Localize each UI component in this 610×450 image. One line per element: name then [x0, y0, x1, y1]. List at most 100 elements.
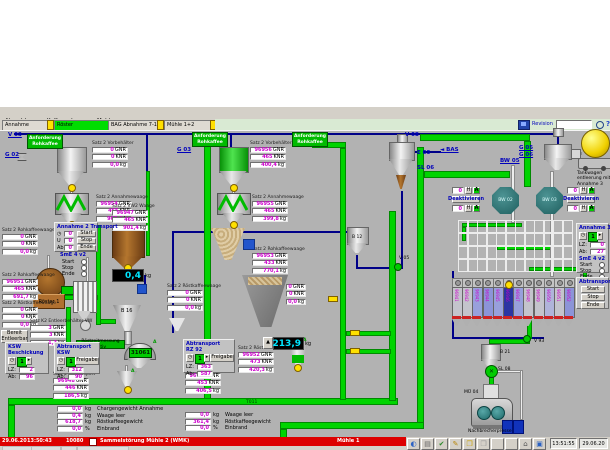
matrix-cell[interactable] — [534, 259, 544, 272]
status-icon-3[interactable]: ✔ — [435, 438, 448, 450]
radio-ende[interactable] — [81, 271, 87, 277]
counter-clock-button[interactable]: ◷ — [186, 354, 194, 362]
auto-button[interactable]: A — [473, 186, 480, 194]
matrix-cell[interactable] — [458, 259, 468, 272]
fan-bw02[interactable]: BW 02 — [492, 187, 519, 214]
matrix-cell[interactable] — [477, 246, 487, 259]
button--[interactable]: ▲ — [263, 337, 273, 349]
matrix-cell[interactable] — [486, 220, 497, 233]
hand-button[interactable]: H — [580, 204, 587, 212]
status-icon-7[interactable] — [491, 438, 504, 450]
matrix-cell[interactable] — [496, 233, 506, 246]
matrix-cell[interactable] — [505, 233, 516, 246]
counter-step-button[interactable]: ▸ — [204, 354, 210, 362]
deactivate-button[interactable]: Deaktivieren — [562, 195, 600, 203]
matrix-cell[interactable] — [543, 233, 554, 246]
matrix-cell[interactable] — [524, 233, 535, 246]
counter-clock-button[interactable]: ◷ — [57, 357, 65, 365]
matrix-cell[interactable] — [543, 220, 554, 233]
roaster-drum[interactable] — [36, 268, 65, 297]
matrix-cell[interactable] — [496, 259, 506, 272]
matrix-cell[interactable] — [477, 233, 487, 246]
matrix-cell[interactable] — [467, 259, 478, 272]
monitor-icon[interactable] — [518, 120, 530, 130]
alarm-line[interactable]: 29.06.20 13:50:43 10080 Sammelstörung Mü… — [0, 437, 406, 446]
auffangbehaelter[interactable] — [513, 420, 524, 434]
auto-button[interactable]: A — [473, 204, 480, 212]
matrix-cell[interactable] — [496, 246, 506, 259]
status-icon-5[interactable]: ❒ — [463, 438, 476, 450]
matrix-cell[interactable] — [458, 246, 468, 259]
behaelter-b21[interactable] — [481, 344, 501, 361]
status-icon-2[interactable]: ▤ — [421, 438, 434, 450]
counter-clock-button[interactable]: ◷ — [8, 357, 16, 365]
matrix-cell[interactable] — [553, 259, 563, 272]
status-icon-9[interactable]: ⌂ — [519, 438, 532, 450]
matrix-cell[interactable] — [486, 233, 497, 246]
revision-dropdown[interactable] — [556, 120, 592, 129]
matrix-cell[interactable] — [524, 246, 535, 259]
matrix-cell[interactable] — [515, 259, 525, 272]
matrix-cell[interactable] — [477, 259, 487, 272]
matrix-cell[interactable] — [553, 246, 563, 259]
rohkaffee-silo[interactable] — [112, 227, 145, 259]
panel-button-ende[interactable]: Ende — [581, 302, 605, 309]
valve-dot[interactable] — [394, 263, 402, 271]
radio-stop[interactable] — [81, 265, 87, 271]
matrix-cell[interactable] — [496, 220, 506, 233]
panel-icon[interactable] — [137, 284, 147, 294]
matrix-cell[interactable] — [562, 220, 573, 233]
matrix-cell[interactable] — [515, 246, 525, 259]
counter-step-button[interactable]: ▸ — [597, 232, 603, 240]
matrix-cell[interactable] — [458, 220, 468, 233]
status-icon-6[interactable]: ❒ — [477, 438, 490, 450]
matrix-cell[interactable] — [467, 220, 478, 233]
panel-icon[interactable] — [243, 239, 255, 250]
rohkaffee-trichter[interactable] — [211, 228, 245, 260]
counter-clock-button[interactable]: ◷ — [579, 232, 587, 240]
silo-body[interactable]: 96952 — [564, 287, 576, 318]
matrix-cell[interactable] — [534, 220, 544, 233]
matrix-cell[interactable] — [553, 220, 563, 233]
matrix-cell[interactable] — [467, 246, 478, 259]
matrix-cell[interactable] — [562, 259, 573, 272]
matrix-cell[interactable] — [486, 246, 497, 259]
status-icon-10[interactable]: ▣ — [533, 438, 546, 450]
valve-dot[interactable] — [523, 335, 531, 343]
panel-button-stop[interactable]: Stop — [581, 294, 605, 301]
counter-step-button[interactable]: ▸ — [26, 357, 32, 365]
matrix-cell[interactable] — [562, 233, 573, 246]
auto-button[interactable]: A — [588, 186, 595, 194]
matrix-cell[interactable] — [505, 259, 516, 272]
vorbehaelter-2[interactable] — [219, 147, 249, 173]
matrix-cell[interactable] — [486, 259, 497, 272]
kuehlsieb[interactable] — [73, 281, 97, 313]
help-icon[interactable]: ? — [606, 120, 610, 128]
matrix-cell[interactable] — [505, 220, 516, 233]
matrix-cell[interactable] — [458, 233, 468, 246]
matrix-cell[interactable] — [562, 246, 573, 259]
annahmewaage-2[interactable] — [217, 193, 251, 215]
matrix-cell[interactable] — [543, 246, 554, 259]
freigabe-button[interactable]: Freigabe — [75, 357, 99, 365]
status-icon-4[interactable]: ✎ — [449, 438, 462, 450]
hand-button[interactable]: H — [465, 204, 472, 212]
matrix-cell[interactable] — [477, 220, 487, 233]
matrix-cell[interactable] — [524, 220, 535, 233]
roaster-1[interactable]: Röster 1 — [33, 294, 65, 309]
deactivate-button[interactable]: Deaktivieren — [447, 195, 485, 203]
radio-stop[interactable] — [599, 268, 605, 274]
fan-bw03[interactable]: BW 03 — [536, 187, 563, 214]
matrix-cell[interactable] — [534, 233, 544, 246]
matrix-cell[interactable] — [534, 246, 544, 259]
ventil-sl08[interactable]: ✕ — [485, 365, 498, 378]
search-icon[interactable] — [596, 121, 604, 129]
matrix-cell[interactable] — [515, 233, 525, 246]
status-icon-1[interactable]: ◐ — [407, 438, 420, 450]
matrix-cell[interactable] — [553, 233, 563, 246]
panel-button-start[interactable]: Start — [581, 286, 605, 293]
auto-button[interactable]: A — [588, 204, 595, 212]
hand-button[interactable]: H — [465, 186, 472, 194]
row-button-ende[interactable]: Ende — [77, 245, 96, 251]
matrix-cell[interactable] — [543, 259, 554, 272]
